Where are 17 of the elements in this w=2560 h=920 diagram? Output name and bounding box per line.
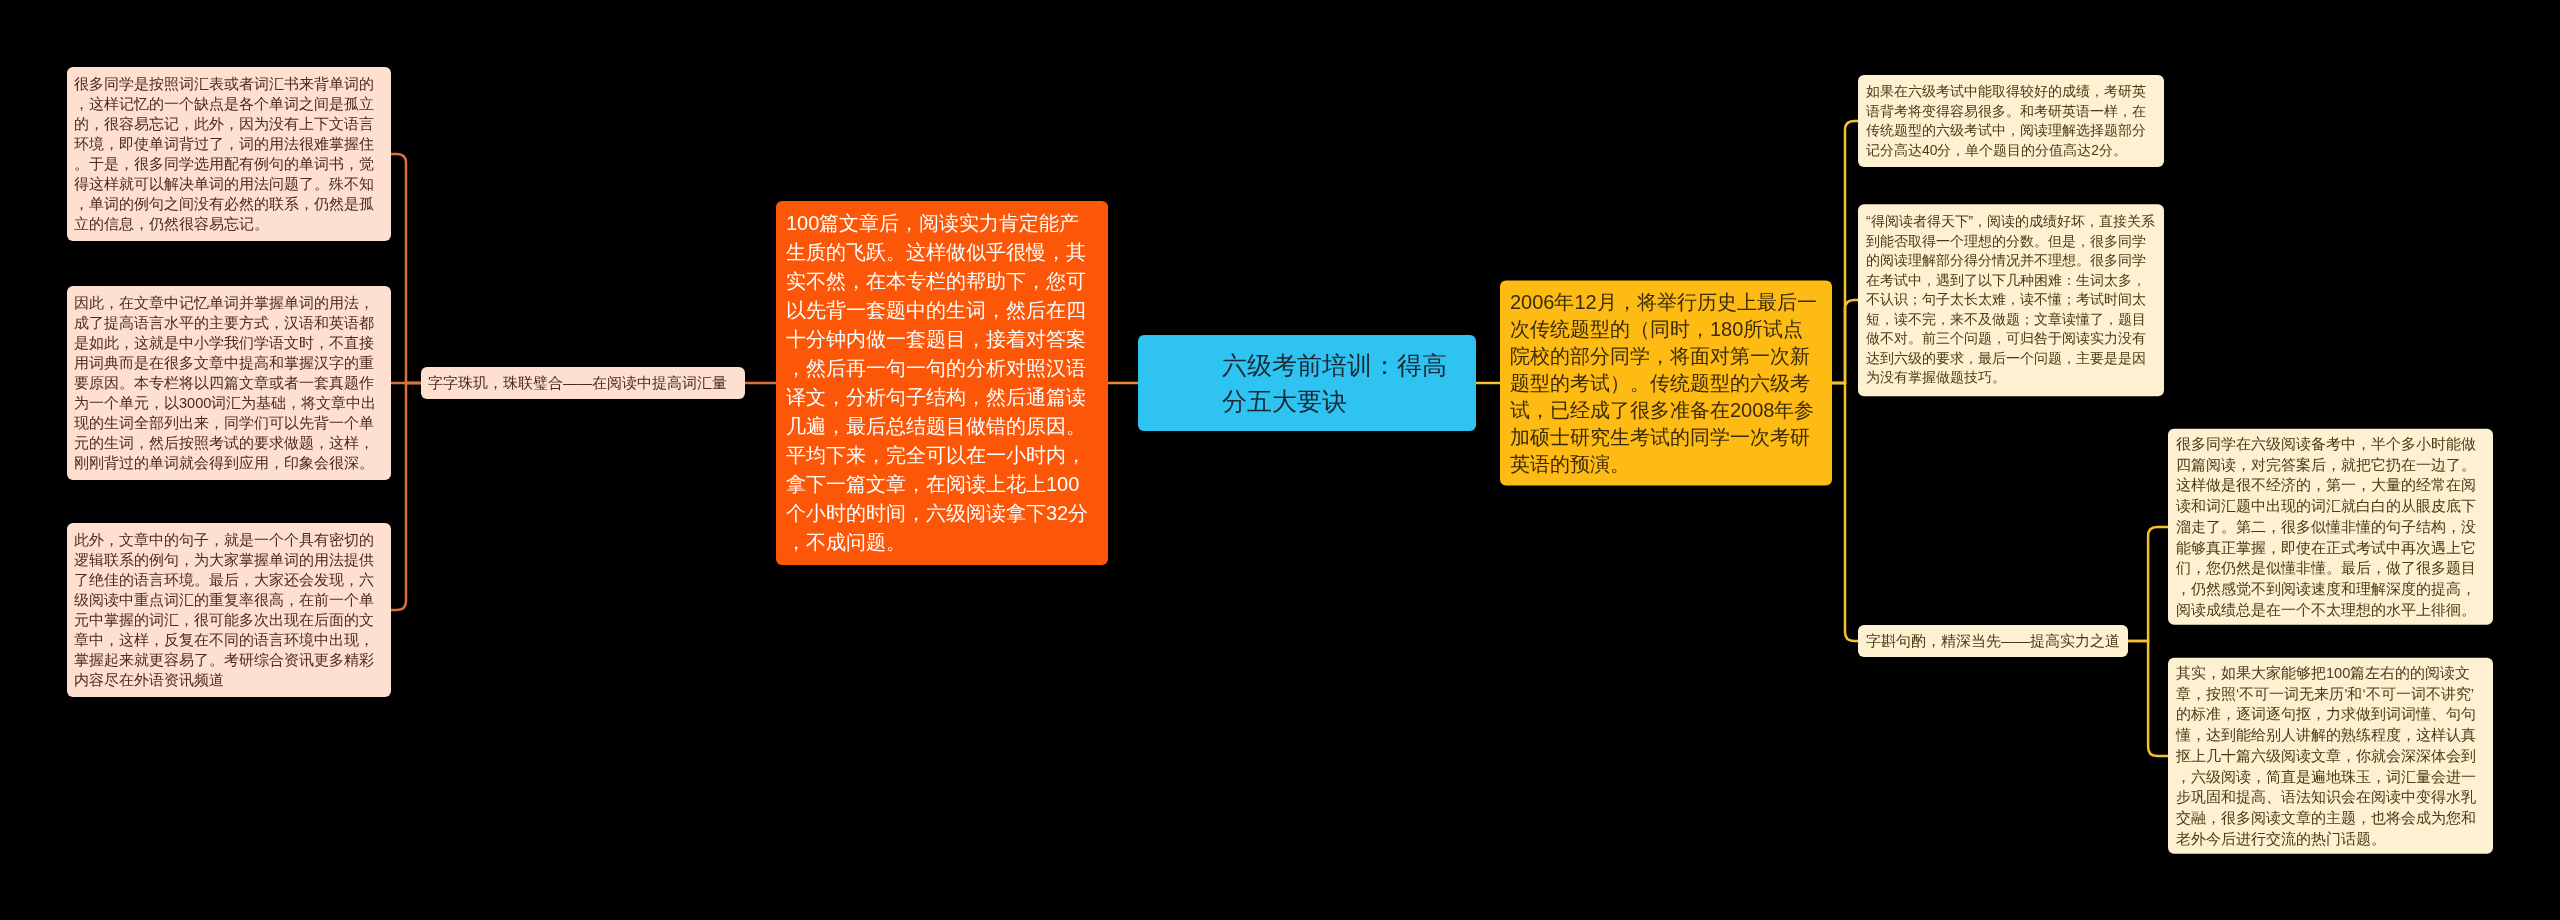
branch-box: 100篇文章后，阅读实力肯定能产生质的飞跃。这样做似乎很慢，其实不然，在本专栏的帮助下，您可以先背一套题中的生词，然后在四十分钟内做一套题目，接着对答案，然后再一句一句的分析对照汉语译文，分析句子结构，然后通篇读几遍，最后总结题目做错的原因。平均下来，完全可以在一小时内，拿下一篇文章，在阅读上花上100个小时的时间，六级阅读拿下32分，不成问题。 (776, 201, 1108, 565)
text-card: 因此，在文章中记忆单词并掌握单词的用法，成了提高语言水平的主要方式，汉语和英语都是如此，这就是中小学我们学语文时，不直接用词典而是在很多文章中提高和掌握汉字的重要原因。本专栏将以四篇文章或者一套真题作为一个单元，以3000词汇为基础，将文章中出现的生词全部列出来，同学们可以先背一个单元的生词，然后按照考试的要求做题，这样，刚刚背过的单词就会得到应用，印象会很深。 (67, 286, 391, 480)
text-card: 其实，如果大家能够把100篇左右的的阅读文章，按照‘不可一词无来历’和‘不可一词不讲究’的标准，逐词逐句抠，力求做到词词懂、句句懂，达到能给别人讲解的熟练程度，这样认真抠上几十篇六级阅读文章，你就会深深体会到，六级阅读，简直是遍地珠玉，词汇量会进一步巩固和提高、语法知识会在阅读中变得水乳交融，很多阅读文章的主题，也将会成为您和老外今后进行交流的热门话题。 (2168, 657, 2493, 855)
text-card: “得阅读者得天下”，阅读的成绩好坏，直接关系到能否取得一个理想的分数。但是，很多同学的阅读理解部分得分情况并不理想。很多同学在考试中，遇到了以下几种困难：生词太多，不认识；句子太长太难，读不懂；考试时间太短，读不完，来不及做题；文章读懂了，题目做不对。前三个问题，可归咎于阅读实力没有达到六级的要求，最后一个问题，主要是是因为没有掌握做题技巧。 (1858, 204, 2164, 396)
connector-line (1476, 381, 1500, 385)
text-card: 如果在六级考试中能取得较好的成绩，考研英语背考将变得容易很多。和考研英语一样，在传统题型的六级考试中，阅读理解选择题部分记分高达40分，单个题目的分值高达2分。 (1858, 75, 2164, 167)
text-card: 此外，文章中的句子，就是一个个具有密切的逻辑联系的例句，为大家掌握单词的用法提供了绝佳的语言环境。最后，大家还会发现，六级阅读中重点词汇的重复率很高，在前一个单元中掌握的词汇，很可能多次出现在后面的文章中，这样，反复在不同的语言环境中出现，掌握起来就更容易了。考研综合资讯更多精彩内容尽在外语资讯频道 (67, 523, 391, 697)
branch-box: 2006年12月，将举行历史上最后一次传统题型的（同时，180所试点院校的部分同学，将面对第一次新题型的考试）。传统题型的六级考试，已经成了很多准备在2008年参加硕士研究生考试的同学一次考研英语的预演。 (1500, 280, 1832, 486)
subtopic-box: 字字珠玑，珠联璧合——在阅读中提高词汇量 (421, 367, 745, 399)
central-topic-box: 六级考前培训：得高分五大要诀 (1138, 335, 1476, 431)
text-card: 很多同学在六级阅读备考中，半个多小时能做四篇阅读，对完答案后，就把它扔在一边了。这样做是很不经济的，第一，大量的经常在阅读和词汇题中出现的词汇就白白的从眼皮底下溜走了。第二，很多似懂非懂的句子结构，没能够真正掌握，即使在正式考试中再次遇上它们，您仍然是似懂非懂。最后，做了很多题目，仍然感觉不到阅读速度和理解深度的提高，阅读成绩总是在一个不太理想的水平上徘徊。 (2168, 428, 2493, 626)
connector-line (745, 381, 776, 385)
subtopic-box: 字斟句酌，精深当先——提高实力之道 (1858, 625, 2129, 657)
text-card: 很多同学是按照词汇表或者词汇书来背单词的，这样记忆的一个缺点是各个单词之间是孤立的，很容易忘记，此外，因为没有上下文语言环境，即使单词背过了，词的用法很难掌握住。于是，很多同学选用配有例句的单词书，觉得这样就可以解决单词的用法问题了。殊不知，单词的例句之间没有必然的联系，仍然是孤立的信息，仍然很容易忘记。 (67, 67, 391, 241)
connector-line (1108, 381, 1138, 385)
connector-line (2128, 639, 2168, 758)
connector-line (391, 381, 421, 612)
